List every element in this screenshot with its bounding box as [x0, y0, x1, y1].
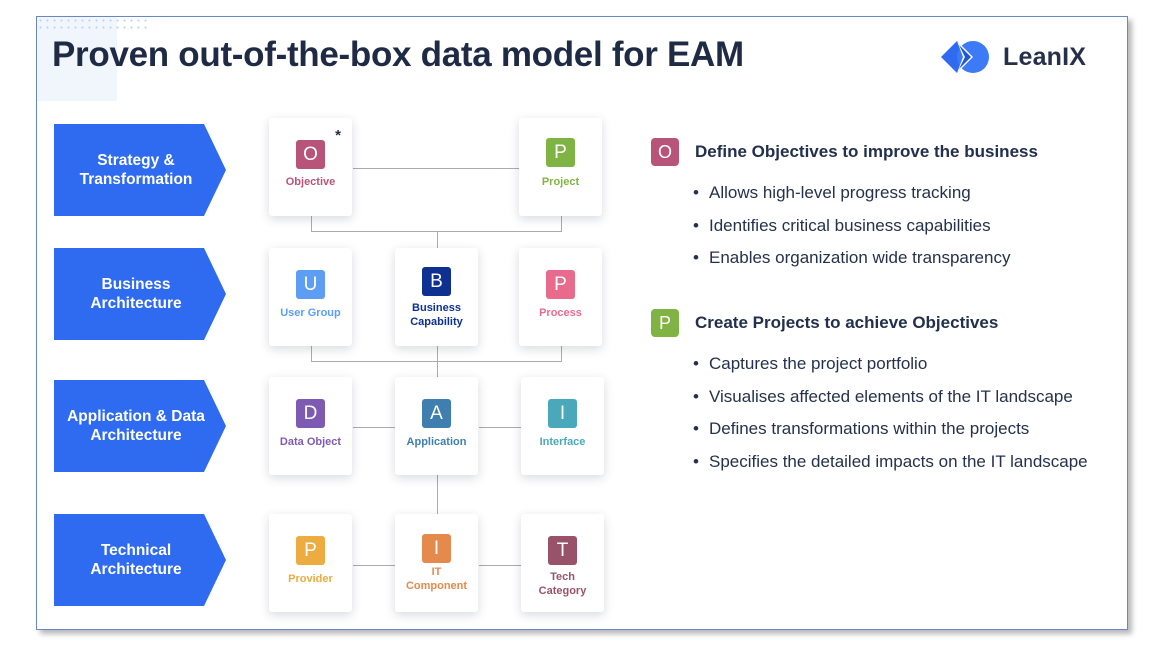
- bullet-item: •Captures the project portfolio: [693, 354, 928, 373]
- section-objectives-header: O Define Objectives to improve the busin…: [651, 138, 1038, 166]
- card-label: Process: [539, 307, 582, 319]
- leanix-logo-text: LeanIX: [1003, 42, 1087, 71]
- provider-icon: P: [296, 536, 325, 565]
- it-component-icon: I: [422, 534, 451, 563]
- card-label: IT Component: [405, 566, 468, 592]
- bullet-item: •Specifies the detailed impacts on the I…: [693, 451, 1088, 471]
- connector-data-object-application: [353, 427, 396, 428]
- decorative-dot-pattern: [37, 17, 149, 101]
- bullet-item: •Allows high-level progress tracking: [693, 183, 971, 202]
- data-object-icon: D: [296, 399, 325, 428]
- application-icon: A: [422, 399, 451, 428]
- interface-icon: I: [548, 399, 577, 428]
- bullet-item: •Visualises affected elements of the IT …: [693, 386, 1073, 406]
- card-label: Project: [541, 176, 580, 188]
- connector-to-business-capability: [437, 231, 438, 248]
- connector-objective-down: [311, 216, 312, 231]
- connector-objective-project: [353, 168, 520, 169]
- slide-title: Proven out-of-the-box data model for EAM: [52, 35, 744, 74]
- user-group-icon: U: [296, 270, 325, 299]
- section-objectives-bullets: •Allows high-level progress tracking •Id…: [693, 183, 1010, 281]
- section-projects-header: P Create Projects to achieve Objectives: [651, 309, 998, 337]
- card-label: Tech Category: [538, 571, 587, 597]
- connector-application-interface: [479, 427, 522, 428]
- connector-it-component-tech-category: [479, 565, 522, 566]
- bullet-item: •Defines transformations within the proj…: [693, 419, 1030, 438]
- section-title: Define Objectives to improve the busines…: [695, 142, 1038, 161]
- card-label: Objective: [285, 176, 336, 188]
- card-label: Data Object: [279, 436, 342, 448]
- connector-business-application: [311, 361, 562, 362]
- bullet-item: •Enables organization wide transparency: [693, 248, 1011, 267]
- bullet-item: •Identifies critical business capabiliti…: [693, 215, 991, 235]
- section-title: Create Projects to achieve Objectives: [695, 313, 999, 332]
- card-business-capability[interactable]: B Business Capability: [395, 248, 478, 346]
- layer-strategy-transformation: Strategy &Transformation: [54, 124, 226, 216]
- card-project[interactable]: P Project: [519, 118, 602, 216]
- slide: Proven out-of-the-box data model for EAM…: [36, 16, 1128, 630]
- card-user-group[interactable]: U User Group: [269, 248, 352, 346]
- objective-icon: O: [651, 138, 679, 166]
- card-label: Application: [406, 436, 467, 448]
- card-process[interactable]: P Process: [519, 248, 602, 346]
- card-interface[interactable]: I Interface: [521, 377, 604, 475]
- process-icon: P: [546, 270, 575, 299]
- connector-project-down: [561, 216, 562, 231]
- card-tech-category[interactable]: T Tech Category: [521, 514, 604, 612]
- card-it-component[interactable]: I IT Component: [395, 514, 478, 612]
- card-label: Business Capability: [410, 302, 463, 328]
- connector-user-group-down: [311, 346, 312, 361]
- business-capability-icon: B: [422, 267, 451, 296]
- card-label: Provider: [288, 573, 333, 585]
- card-data-object[interactable]: D Data Object: [269, 377, 352, 475]
- card-label: Interface: [539, 436, 586, 448]
- project-icon: P: [651, 309, 679, 337]
- project-icon: P: [546, 138, 575, 167]
- objective-icon: O: [296, 140, 325, 169]
- card-objective[interactable]: * O Objective: [269, 118, 352, 216]
- leanix-logo-icon: [941, 41, 989, 73]
- tech-category-icon: T: [548, 536, 577, 565]
- connector-provider-it-component: [353, 565, 396, 566]
- leanix-logo: LeanIX: [941, 37, 1086, 77]
- card-provider[interactable]: P Provider: [269, 514, 352, 612]
- connector-application-it-component: [437, 475, 438, 515]
- card-label: User Group: [280, 307, 341, 319]
- card-application[interactable]: A Application: [395, 377, 478, 475]
- asterisk-marker: *: [335, 127, 341, 144]
- section-projects-bullets: •Captures the project portfolio •Visuali…: [693, 354, 1088, 484]
- connector-process-down: [561, 346, 562, 361]
- connector-strategy-business: [311, 231, 562, 232]
